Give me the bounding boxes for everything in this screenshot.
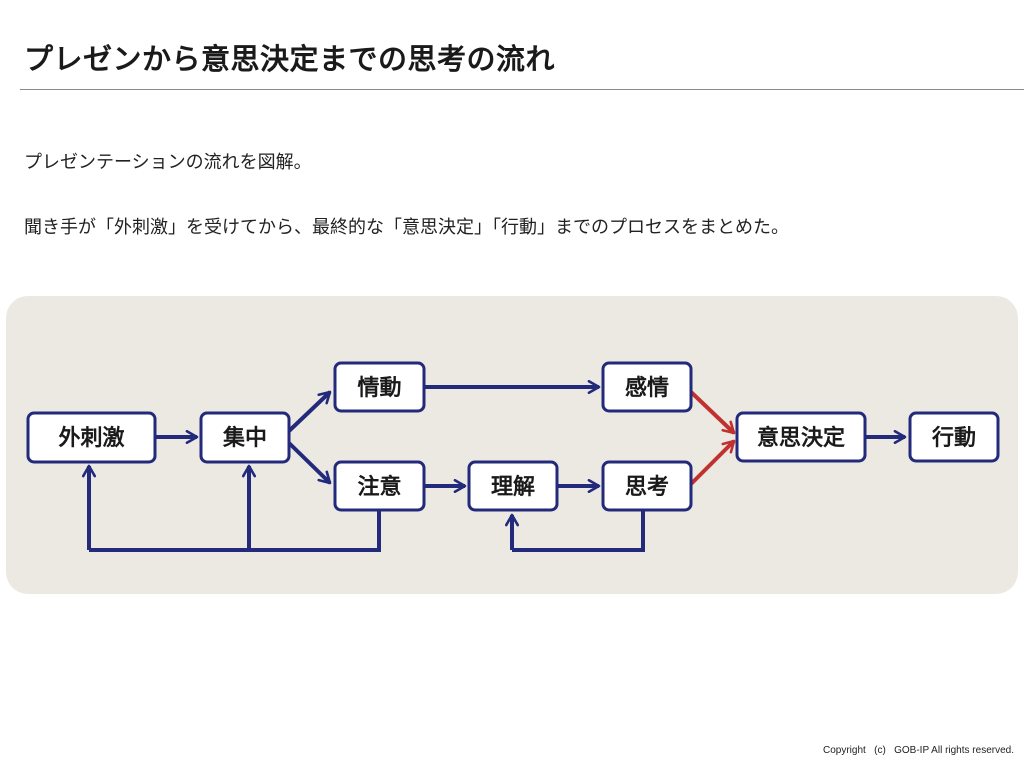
description-line-2: 聞き手が「外刺激」を受けてから、最終的な「意思決定」「行動」までのプロセスをまと… — [24, 217, 789, 238]
node-emotion: 情動 — [333, 361, 426, 413]
node-label: 集中 — [222, 425, 267, 451]
node-concentration: 集中 — [199, 411, 291, 464]
node-label: 意思決定 — [757, 425, 845, 451]
node-label: 情動 — [357, 375, 401, 401]
node-decision: 意思決定 — [735, 411, 867, 463]
arrow-concentration-to-attention — [287, 441, 332, 485]
node-label: 行動 — [931, 425, 976, 451]
node-understanding: 理解 — [467, 460, 559, 512]
node-label: 思考 — [625, 475, 669, 500]
page-title: プレゼンから意思決定までの思考の流れ — [24, 42, 556, 76]
arrow-concentration-to-emotion — [287, 390, 332, 433]
node-external-stimulus: 外刺激 — [26, 411, 157, 464]
arrow-feeling-to-decision — [689, 390, 736, 435]
arrow-thinking-to-decision — [689, 439, 736, 486]
node-label: 注意 — [357, 474, 401, 500]
title-divider — [20, 89, 1024, 90]
node-attention: 注意 — [333, 460, 426, 512]
feedback-loop-attention — [89, 511, 381, 552]
node-label: 理解 — [491, 474, 535, 500]
node-label: 感情 — [625, 375, 669, 401]
node-label: 外刺激 — [58, 425, 124, 451]
feedback-loop-thinking — [512, 511, 645, 552]
node-action: 行動 — [908, 411, 1000, 463]
node-feeling: 感情 — [601, 361, 693, 413]
node-thinking: 思考 — [601, 460, 693, 512]
description-line-1: プレゼンテーションの流れを図解。 — [24, 152, 312, 173]
copyright-notice: Copyright (c) GOB-IP All rights reserved… — [823, 745, 1014, 756]
